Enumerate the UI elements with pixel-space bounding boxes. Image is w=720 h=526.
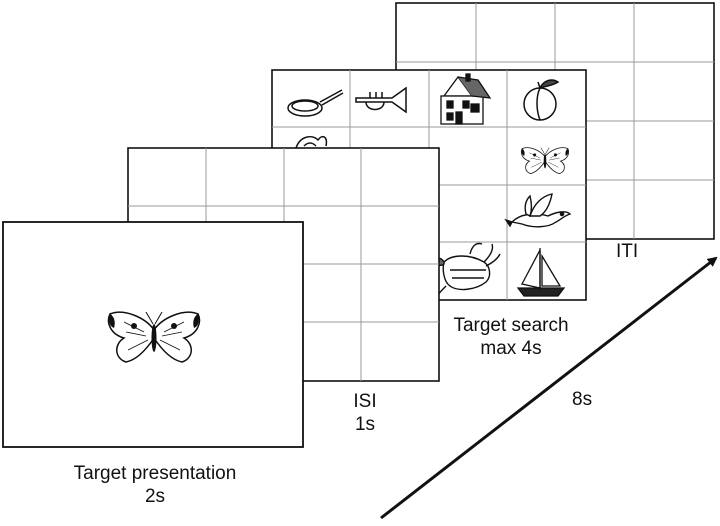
arrow-label: 8s xyxy=(572,389,593,410)
isi-label-line2: 1s xyxy=(354,414,376,435)
trumpet-icon xyxy=(355,86,407,114)
time-arrow xyxy=(380,256,718,520)
target-label-line2: 2s xyxy=(144,486,166,507)
house-icon xyxy=(440,73,492,125)
search-label: Target search max 4s xyxy=(436,314,586,360)
target-label-line1: Target presentation xyxy=(73,463,237,484)
isi-label-line1: ISI xyxy=(353,391,377,412)
frying-pan-icon xyxy=(287,89,344,117)
iti-label: ITI xyxy=(616,241,639,262)
search-label-line2: max 4s xyxy=(480,338,542,359)
sailboat-icon xyxy=(516,248,566,297)
bird-icon xyxy=(504,193,572,228)
partial-object-icon xyxy=(295,135,328,149)
search-label-line1: Target search xyxy=(453,315,569,336)
isi-label: ISI 1s xyxy=(340,390,390,436)
target-presentation-screen xyxy=(2,221,304,448)
peach-icon xyxy=(523,79,560,121)
target-label: Target presentation 2s xyxy=(50,462,260,508)
